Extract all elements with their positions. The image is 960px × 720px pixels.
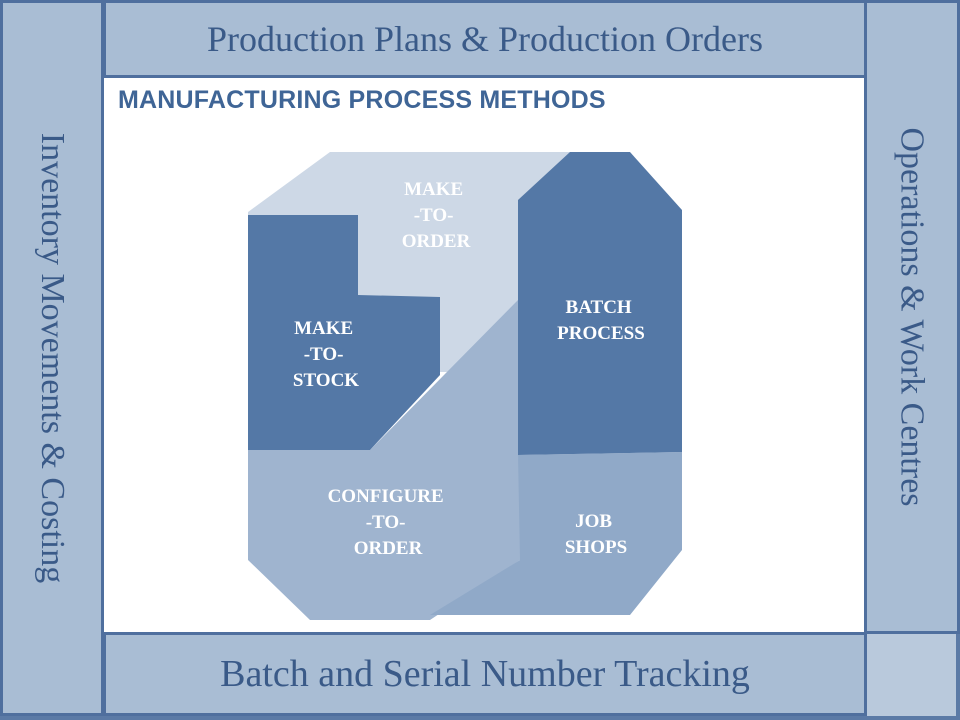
make-to-stock-shape: [248, 215, 440, 450]
right-side-band: Operations & Work Centres: [864, 0, 960, 634]
configure-to-order-label: CONFIGURE -TO- ORDER: [328, 486, 449, 559]
footer-band: Batch and Serial Number Tracking: [103, 632, 867, 716]
header-title: Production Plans & Production Orders: [207, 19, 763, 59]
batch-process-label: BATCH PROCESS: [557, 297, 645, 344]
footer-title: Batch and Serial Number Tracking: [220, 653, 750, 695]
header-band: Production Plans & Production Orders: [103, 0, 867, 78]
make-to-order-label: MAKE -TO- ORDER: [402, 179, 471, 252]
left-side-band: Inventory Movements & Costing: [0, 0, 104, 716]
batch-process-shape: [518, 152, 682, 455]
job-shops-shape: [430, 452, 682, 615]
make-to-stock-label: MAKE -TO- STOCK: [293, 318, 359, 391]
panel-title: MANUFACTURING PROCESS METHODS: [118, 86, 606, 114]
configure-to-order-shape: [248, 300, 525, 620]
job-shops-label: JOB SHOPS: [565, 511, 627, 558]
